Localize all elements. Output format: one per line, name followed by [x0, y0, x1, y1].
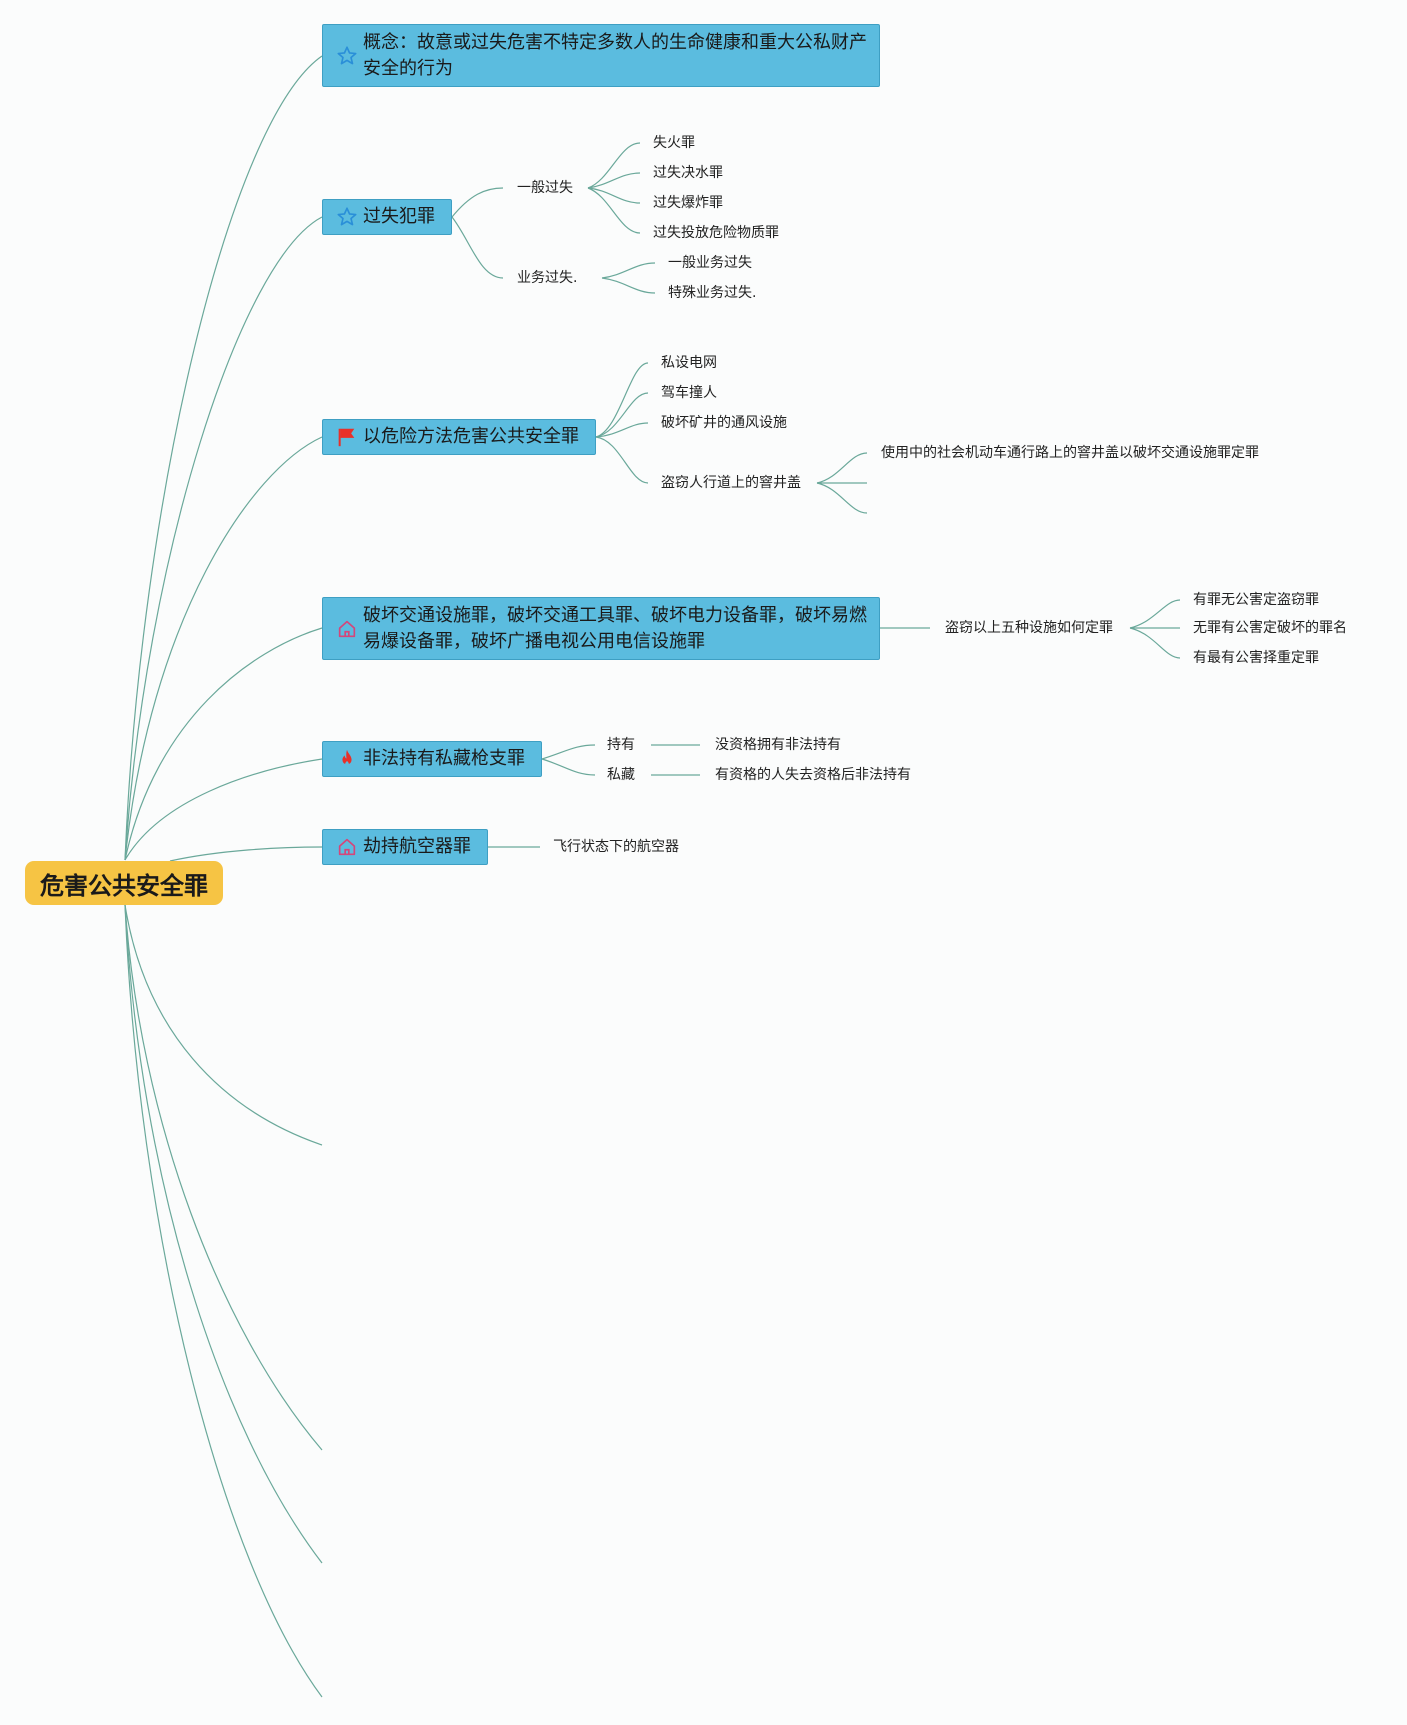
connector — [601, 277, 656, 294]
subtopic-hide[interactable]: 私藏 — [607, 767, 635, 783]
subtopic-item[interactable]: 驾车撞人 — [661, 385, 717, 401]
subtopic-note[interactable]: 飞行状态下的航空器 — [553, 839, 679, 855]
connector — [587, 187, 641, 204]
topic-hijack-aircraft[interactable]: 劫持航空器罪 — [322, 829, 488, 865]
flame-icon — [336, 748, 358, 770]
topic-negligence[interactable]: 过失犯罪 — [322, 199, 452, 235]
connector — [451, 187, 504, 218]
star-icon — [336, 45, 358, 67]
subtopic-item[interactable]: 过失投放危险物质罪 — [653, 225, 779, 241]
topic-label: 概念：故意或过失危害不特定多数人的生命健康和重大公私财产安全的行为 — [363, 31, 867, 79]
subtopic-item[interactable]: 过失爆炸罪 — [653, 195, 723, 211]
connector — [541, 744, 596, 760]
connector — [124, 627, 323, 861]
connector — [816, 482, 868, 514]
connector — [595, 422, 649, 438]
topic-label: 劫持航空器罪 — [363, 836, 471, 857]
connector — [451, 216, 504, 279]
subtopic-answer[interactable]: 有罪无公害定盗窃罪 — [1193, 592, 1319, 608]
star-icon — [336, 206, 358, 228]
subtopic-item[interactable]: 一般业务过失 — [668, 255, 752, 271]
subtopic-item[interactable]: 私设电网 — [661, 355, 717, 371]
topic-illegal-gun[interactable]: 非法持有私藏枪支罪 — [322, 741, 542, 777]
connector — [124, 758, 323, 861]
subtopic-item[interactable]: 失火罪 — [653, 135, 695, 151]
topic-concept[interactable]: 概念：故意或过失危害不特定多数人的生命健康和重大公私财产安全的行为 — [322, 24, 880, 87]
flag-icon — [336, 426, 358, 448]
subtopic-item[interactable]: 过失决水罪 — [653, 165, 723, 181]
topic-danger-method[interactable]: 以危险方法危害公共安全罪 — [322, 419, 596, 455]
connector — [595, 392, 649, 438]
subtopic-item[interactable]: 盗窃人行道上的窨井盖 — [661, 475, 801, 491]
subtopic-general-negligence[interactable]: 一般过失 — [517, 180, 573, 196]
subtopic-item[interactable]: 破坏矿井的通风设施 — [661, 415, 787, 431]
connector — [124, 216, 323, 861]
subtopic-detail[interactable]: 使用中的社会机动车通行路上的窨井盖以破坏交通设施罪定罪 — [881, 445, 1259, 461]
subtopic-business-negligence[interactable]: 业务过失. — [517, 270, 578, 286]
subtopic-note[interactable]: 有资格的人失去资格后非法持有 — [715, 767, 911, 783]
connector — [595, 362, 649, 438]
connector — [124, 904, 323, 1146]
connector — [124, 436, 323, 861]
root-topic[interactable]: 危害公共安全罪 — [25, 861, 223, 905]
connector — [1129, 599, 1181, 629]
topic-label: 以危险方法危害公共安全罪 — [363, 426, 579, 447]
house-icon — [336, 836, 358, 858]
topic-traffic-facilities[interactable]: 破坏交通设施罪，破坏交通工具罪、破坏电力设备罪，破坏易燃易爆设备罪，破坏广播电视… — [322, 597, 880, 660]
connector — [587, 172, 641, 189]
connector — [587, 142, 641, 189]
connector — [124, 904, 323, 1451]
connector — [1129, 627, 1181, 659]
topic-label: 过失犯罪 — [363, 206, 435, 227]
connector — [595, 436, 649, 484]
connector — [124, 904, 323, 1698]
connector — [169, 846, 323, 862]
subtopic-answer[interactable]: 无罪有公害定破坏的罪名 — [1193, 620, 1347, 636]
connector — [541, 758, 596, 776]
connector — [816, 452, 868, 484]
connector — [601, 262, 656, 279]
topic-label: 破坏交通设施罪，破坏交通工具罪、破坏电力设备罪，破坏易燃易爆设备罪，破坏广播电视… — [363, 604, 867, 652]
connector — [124, 55, 323, 861]
subtopic-question[interactable]: 盗窃以上五种设施如何定罪 — [945, 620, 1113, 636]
subtopic-answer[interactable]: 有最有公害择重定罪 — [1193, 650, 1319, 666]
subtopic-item[interactable]: 特殊业务过失. — [668, 285, 757, 301]
connector — [587, 187, 641, 234]
house-icon — [336, 618, 358, 640]
topic-label: 非法持有私藏枪支罪 — [363, 748, 525, 769]
connector — [124, 904, 323, 1564]
subtopic-possess[interactable]: 持有 — [607, 737, 635, 753]
subtopic-note[interactable]: 没资格拥有非法持有 — [715, 737, 841, 753]
